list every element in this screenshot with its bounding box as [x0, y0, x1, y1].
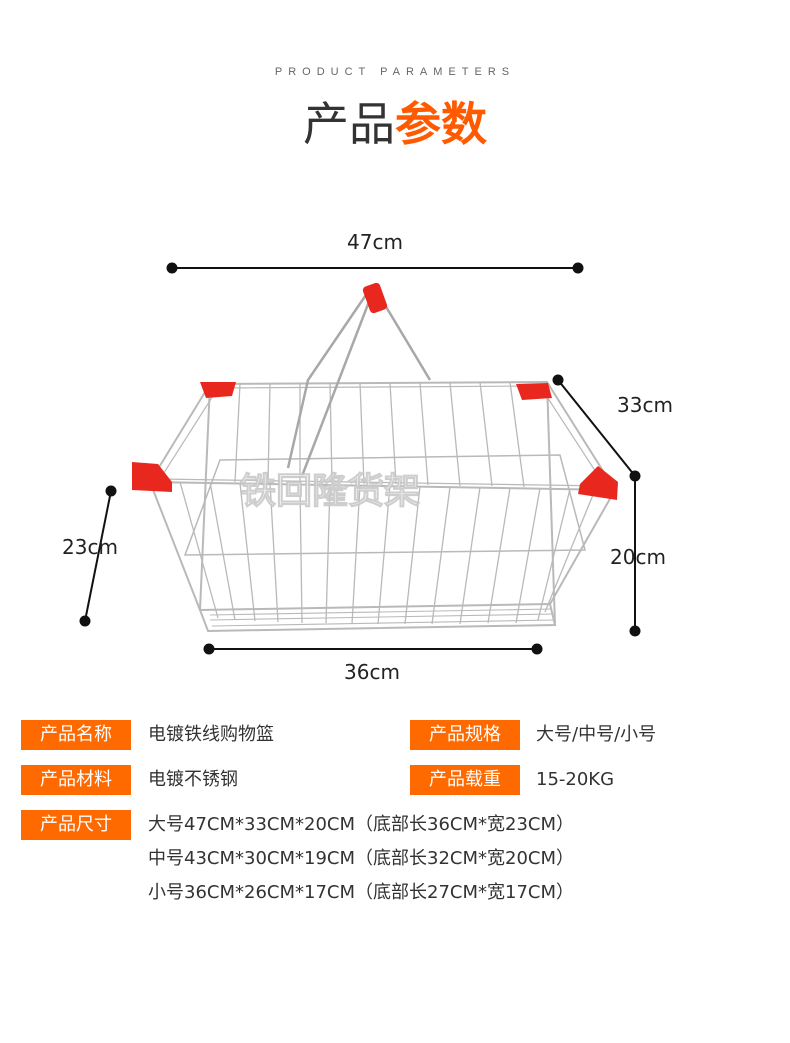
basket-vertical-wires	[179, 381, 596, 625]
spec-label-load: 产品载重	[410, 765, 520, 795]
spec-label-size: 产品尺寸	[21, 810, 131, 840]
spec-label-spec: 产品规格	[410, 720, 520, 750]
handle-grips	[132, 282, 618, 500]
product-dimension-diagram: 铁回隆货架 47cm 33cm 23cm 20cm 36cm	[60, 220, 740, 690]
dimension-height-left: 23cm	[62, 535, 118, 559]
dimension-depth: 33cm	[617, 393, 673, 417]
dimension-lines	[79, 262, 641, 655]
basket-corner-wire	[546, 381, 556, 626]
dim-line-left-height	[84, 490, 112, 622]
corner-cap-top-right	[516, 383, 552, 400]
spec-label-material: 产品材料	[21, 765, 131, 795]
dim-dot	[105, 485, 117, 497]
spec-value-size-large: 大号47CM*33CM*20CM（底部长36CM*宽23CM）	[148, 814, 575, 835]
dim-line-depth	[557, 379, 636, 477]
corner-cap-top-left	[200, 382, 236, 398]
dim-dot	[572, 262, 584, 274]
spec-value-spec: 大号/中号/小号	[536, 724, 657, 745]
basket-mid-ring	[183, 454, 586, 556]
spec-value-name: 电镀铁线购物篮	[148, 724, 274, 745]
handle-left	[286, 283, 383, 469]
grip-top	[362, 282, 388, 314]
basket-illustration: 铁回隆货架	[79, 262, 641, 655]
section-subtitle: PRODUCT PARAMETERS	[274, 66, 516, 78]
basket-bottom-grid	[209, 608, 555, 627]
basket-corner-wire	[149, 481, 201, 611]
dim-dot	[79, 615, 91, 627]
spec-value-material: 电镀不锈钢	[148, 769, 238, 790]
corner-cap-left	[132, 462, 172, 492]
dim-dot	[166, 262, 178, 274]
dimension-height-right: 20cm	[610, 545, 666, 569]
dimension-width-top: 47cm	[347, 230, 403, 254]
title-part-2: 参数	[395, 97, 487, 151]
dimension-width-bottom: 36cm	[344, 660, 400, 684]
basket-handles	[286, 282, 432, 477]
dim-dot	[203, 643, 215, 655]
section-title: 产品参数	[0, 92, 790, 156]
dim-dot	[629, 625, 641, 637]
spec-value-load: 15-20KG	[536, 769, 615, 790]
spec-value-size-medium: 中号43CM*30CM*19CM（底部长32CM*宽20CM）	[148, 848, 575, 869]
handle-right	[300, 282, 432, 477]
title-part-1: 产品	[303, 97, 395, 151]
basket-corner-wire	[199, 383, 211, 611]
spec-label-name: 产品名称	[21, 720, 131, 750]
spec-value-size-small: 小号36CM*26CM*17CM（底部长27CM*宽17CM）	[148, 882, 575, 903]
basket-corner-wire	[549, 489, 616, 605]
dim-dot	[531, 643, 543, 655]
corner-cap-right	[578, 466, 618, 500]
basket-wires	[148, 282, 617, 633]
dim-dot	[552, 374, 564, 386]
watermark-text: 铁回隆货架	[240, 471, 420, 512]
